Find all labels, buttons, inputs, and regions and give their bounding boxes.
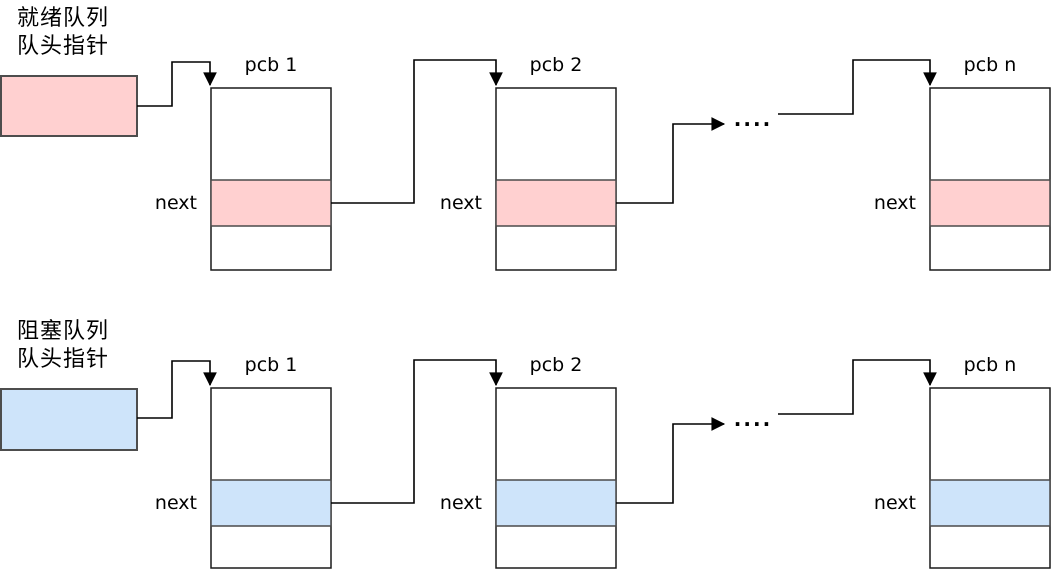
ready-pcbn-next-label: next (873, 192, 916, 214)
ready-pcb1-box (210, 87, 332, 271)
blocked-pcb1-next-field (210, 479, 332, 527)
ready-pcb1-to-pcb2-arrow (331, 59, 503, 204)
ready-queue-label-line2: 队头指针 (17, 34, 110, 59)
blocked-pcbn-next-label: next (873, 492, 916, 514)
blocked-head-to-pcb1-arrow (137, 360, 217, 419)
blocked-pcb2-next-label: next (439, 492, 482, 514)
ready-pcb1-title: pcb 1 (244, 54, 298, 76)
blocked-pcb1-title: pcb 1 (244, 354, 298, 376)
ready-head-to-pcb1-arrow (137, 61, 217, 107)
blocked-pcbn-box (929, 387, 1051, 569)
blocked-pcb2-to-dots-arrow (616, 417, 726, 504)
ready-dots-to-pcbn-arrow (778, 59, 937, 115)
blocked-queue-label: 阻塞队列 队头指针 (17, 318, 109, 374)
ready-pcb2-to-dots-arrow (616, 117, 726, 204)
blocked-pcb1-to-pcb2-arrow (331, 359, 503, 504)
ready-pcb1-next-field (210, 179, 332, 227)
ready-pcb1-next-label: next (154, 192, 197, 214)
ready-queue-head-pointer-box (0, 75, 138, 137)
ready-pcb2-title: pcb 2 (529, 54, 583, 76)
blocked-queue-ellipsis: .... (733, 407, 773, 431)
blocked-pcbn-next-field (929, 479, 1051, 527)
blocked-pcb2-box (495, 387, 617, 569)
ready-queue-label-line1: 就绪队列 (17, 6, 110, 31)
ready-pcb2-box (495, 87, 617, 271)
blocked-pcbn-title: pcb n (963, 354, 1017, 376)
blocked-pcb2-next-field (495, 479, 617, 527)
blocked-dots-to-pcbn-arrow (778, 359, 937, 415)
ready-pcbn-box (929, 87, 1051, 271)
ready-pcbn-title: pcb n (963, 54, 1017, 76)
blocked-queue-label-line1: 阻塞队列 (17, 319, 110, 344)
blocked-pcb1-next-label: next (154, 492, 197, 514)
ready-pcb2-next-label: next (439, 192, 482, 214)
blocked-pcb1-box (210, 387, 332, 569)
ready-queue-label: 就绪队列 队头指针 (17, 5, 109, 61)
blocked-queue-label-line2: 队头指针 (17, 347, 110, 372)
ready-queue-ellipsis: .... (733, 107, 773, 131)
blocked-queue-head-pointer-box (0, 388, 138, 451)
ready-pcb2-next-field (495, 179, 617, 227)
ready-pcbn-next-field (929, 179, 1051, 227)
blocked-pcb2-title: pcb 2 (529, 354, 583, 376)
